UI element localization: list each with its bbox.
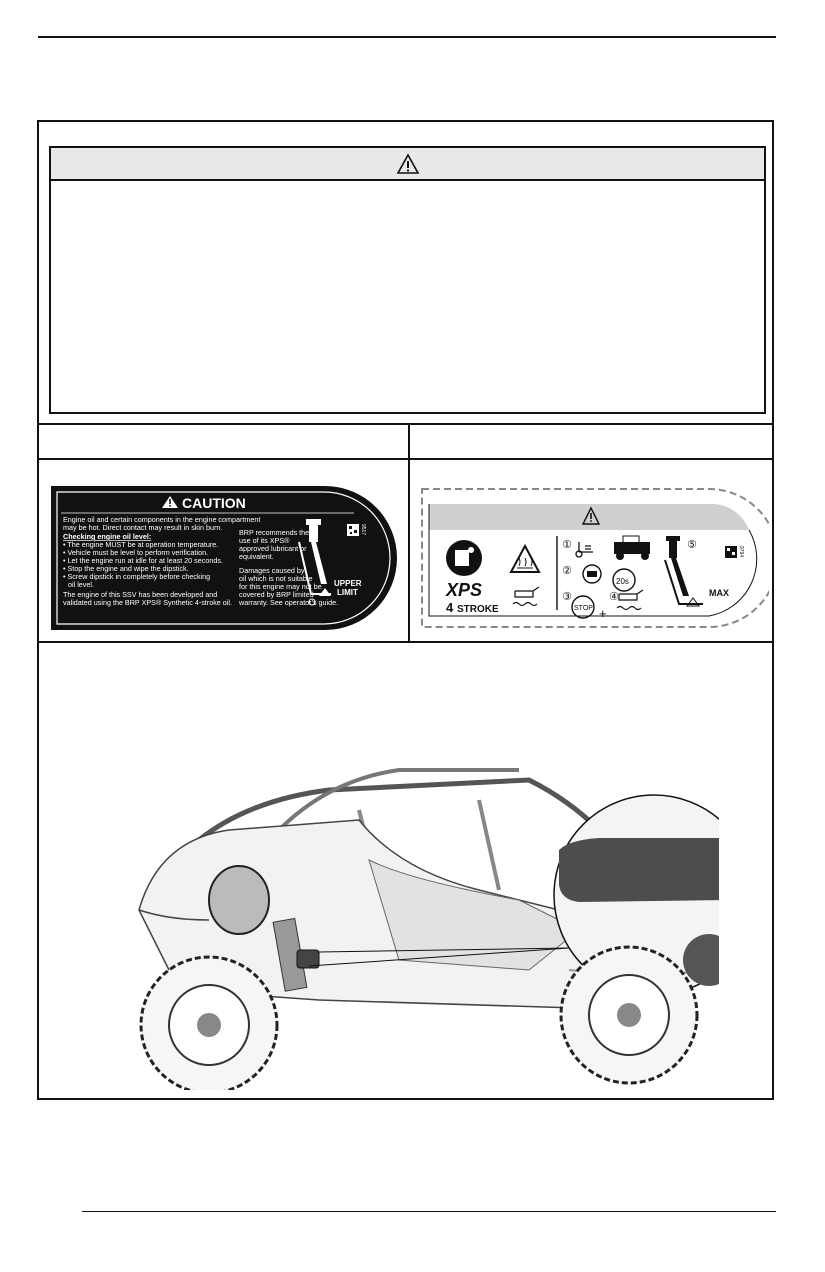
recommend-text: BRP recommends the — [239, 528, 309, 537]
table-divider — [39, 423, 772, 425]
front-wheel — [139, 955, 279, 1090]
checking-step: • Screw dipstick in completely before ch… — [63, 572, 210, 581]
oil-can-icon — [616, 589, 644, 611]
warning-box — [49, 146, 766, 414]
recommend-text: approved lubricant or — [239, 544, 307, 553]
oil-can-icon — [512, 586, 540, 607]
damages-text: Damages caused by — [239, 566, 305, 575]
upper-limit-label: UPPER — [334, 579, 362, 588]
read-manual-icon — [446, 540, 482, 576]
rear-wheel — [559, 945, 699, 1085]
warning-triangle-icon — [396, 152, 419, 174]
table-column-divider — [408, 423, 410, 643]
table-divider — [39, 458, 772, 460]
damages-text: for this engine may not be — [239, 582, 322, 591]
table-divider — [39, 641, 772, 643]
bottom-rule — [82, 1211, 776, 1212]
dipstick-icon — [664, 536, 703, 607]
xps-logo: XPS — [445, 580, 482, 600]
recommend-text: equivalent. — [239, 552, 274, 561]
checking-step: • Vehicle must be level to perform verif… — [63, 548, 208, 557]
top-rule — [38, 36, 776, 38]
pictogram-decal: XPS 4 STROKE ① ② ③ ④ ⑤ — [421, 488, 769, 628]
qr-code-icon — [725, 546, 737, 558]
qr-code-icon — [347, 524, 359, 536]
stop-label: STOP — [574, 605, 593, 612]
vehicle-level-icon — [614, 535, 650, 560]
engine-idle-icon — [582, 564, 602, 584]
vehicle-illustration — [138, 768, 719, 1090]
part-number: 9794 — [738, 546, 744, 557]
caution-intro: Engine oil and certain components in the… — [63, 515, 260, 524]
damages-text: oil which is not suitable — [239, 574, 313, 583]
step-number: ② — [562, 564, 572, 577]
checking-step: oil level. — [68, 580, 94, 589]
caution-intro: may be hot. Direct contact may result in… — [63, 523, 222, 532]
thermometer-icon — [575, 542, 593, 558]
checking-step: • Stop the engine and wipe the dipstick. — [63, 564, 189, 573]
upper-limit-label: LIMIT — [337, 588, 358, 597]
validation-text: validated using the BRP XPS® Synthetic 4… — [63, 598, 232, 607]
part-number: 9517 — [360, 524, 366, 535]
timer-icon: 20s — [612, 568, 636, 592]
warning-triangle-icon — [581, 506, 601, 525]
caution-title: CAUTION — [182, 495, 246, 511]
plus-sign: + — [599, 606, 607, 621]
checking-step: • The engine MUST be at operation temper… — [63, 540, 218, 549]
step-number: ③ — [562, 590, 572, 603]
stop-icon: STOP — [571, 595, 595, 619]
warning-header — [51, 148, 764, 181]
max-label: MAX — [709, 588, 729, 598]
damages-text: covered by BRP limited — [239, 590, 314, 599]
checking-heading: Checking engine oil level: — [63, 532, 151, 541]
hot-surface-icon — [509, 543, 541, 573]
dipstick-icon — [298, 519, 331, 606]
stroke-label: STROKE — [457, 604, 499, 615]
caution-decal: CAUTION Engine oil and certain component… — [51, 486, 397, 630]
step-number: ⑤ — [687, 538, 697, 551]
safety-figure-frame: CAUTION Engine oil and certain component… — [37, 120, 774, 1100]
step-number: ① — [562, 538, 572, 551]
validation-text: The engine of this SSV has been develope… — [63, 590, 217, 599]
timer-value: 20s — [616, 577, 629, 586]
checking-step: • Let the engine run at idle for at leas… — [63, 556, 223, 565]
damages-text: warranty. See operator's guide. — [238, 598, 338, 607]
step-number: ④ — [609, 590, 619, 603]
stroke-number: 4 — [446, 600, 454, 615]
recommend-text: use of its XPS® — [239, 536, 290, 545]
